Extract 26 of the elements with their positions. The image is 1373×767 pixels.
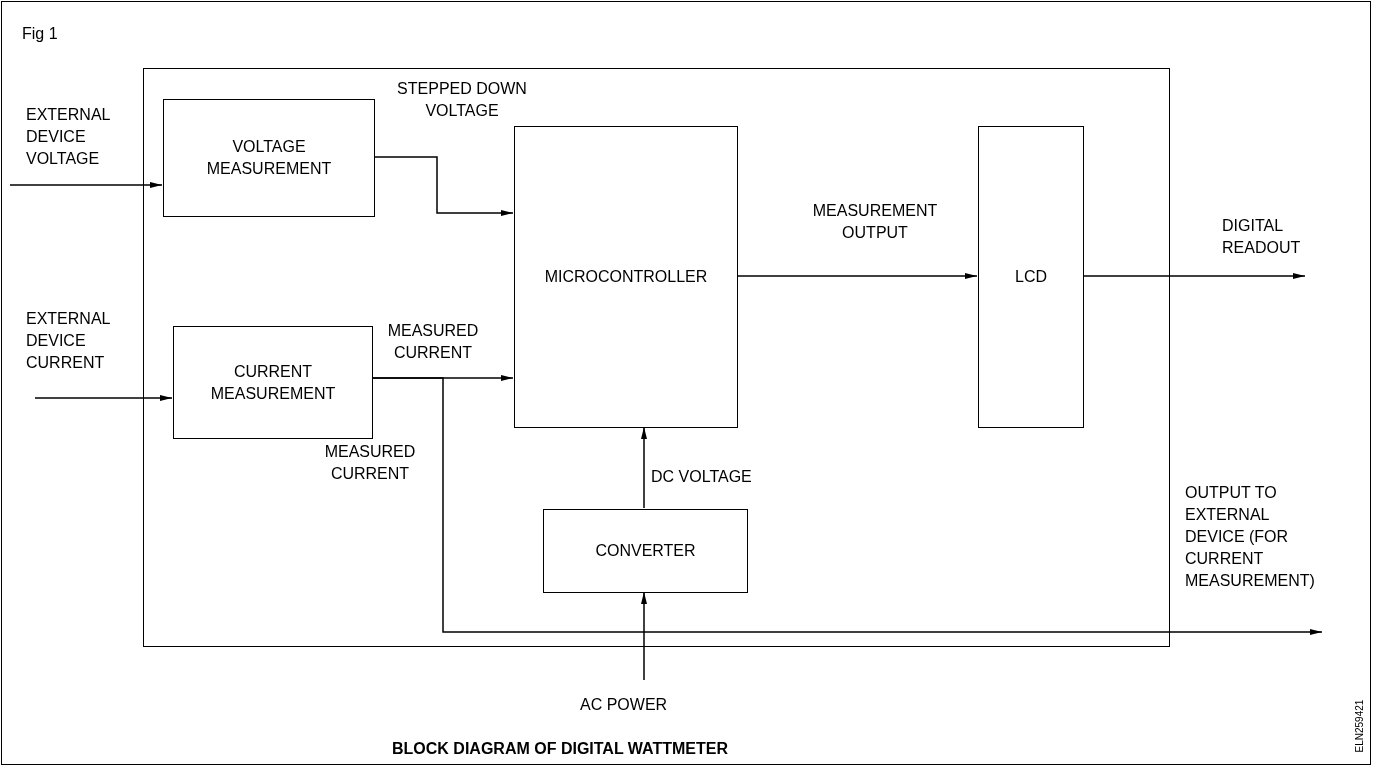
frame-box — [143, 68, 1170, 647]
arrow — [34, 395, 173, 401]
edge-label: DIGITAL READOUT — [1222, 216, 1302, 258]
diagram-title: BLOCK DIAGRAM OF DIGITAL WATTMETER — [391, 739, 729, 759]
edge-label: MEASURED CURRENT — [323, 442, 417, 484]
process-box: MICROCONTROLLER — [514, 126, 738, 428]
arrow — [736, 273, 978, 279]
edge-label: MEASUREMENT OUTPUT — [811, 201, 939, 243]
arrow — [9, 182, 163, 188]
arrow — [371, 377, 1323, 635]
edge-label: EXTERNAL DEVICE VOLTAGE — [26, 105, 111, 169]
process-box: LCD — [978, 126, 1084, 428]
figure-code: ELN259421 — [1352, 698, 1366, 753]
process-box: VOLTAGE MEASUREMENT — [163, 99, 375, 217]
process-box: CURRENT MEASUREMENT — [173, 326, 373, 439]
edge-label: MEASURED CURRENT — [386, 321, 480, 363]
edge-label: DC VOLTAGE — [651, 467, 753, 487]
edge-label: STEPPED DOWN VOLTAGE — [396, 79, 528, 121]
edge-label: EXTERNAL DEVICE CURRENT — [26, 309, 111, 373]
arrow — [641, 591, 647, 681]
figure-number: Fig 1 — [22, 24, 58, 44]
arrow — [373, 156, 514, 216]
arrow — [1082, 273, 1306, 279]
process-box: CONVERTER — [543, 509, 748, 593]
arrow — [641, 426, 647, 509]
edge-label: AC POWER — [580, 695, 669, 715]
